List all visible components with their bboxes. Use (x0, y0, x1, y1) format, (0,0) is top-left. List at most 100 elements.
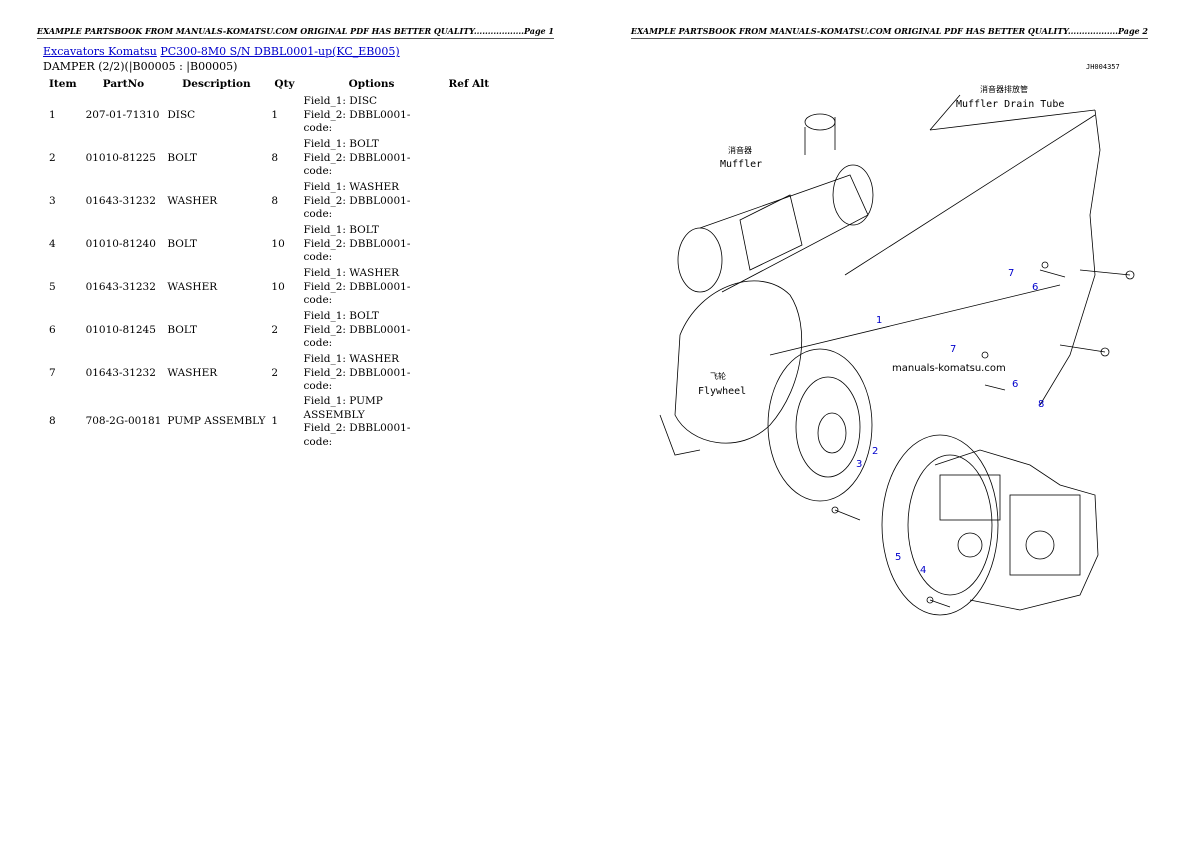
option-line: code: (303, 294, 333, 307)
cell-item: 5 (49, 280, 56, 293)
breadcrumb-link-model[interactable]: PC300-8M0 S/N DBBL0001-up(KC_EB005) (160, 45, 400, 58)
option-line: Field_1: DISC (303, 95, 378, 108)
muffler-drawing (677, 94, 1101, 406)
diagram-ref-code: JH004357 (1086, 63, 1120, 71)
cell-partno: 01643-31232 (85, 366, 156, 379)
cell-item: 4 (49, 237, 56, 250)
cell-qty: 1 (271, 108, 279, 121)
cell-description: WASHER (167, 280, 218, 293)
breadcrumb: Excavators Komatsu PC300-8M0 S/N DBBL000… (43, 45, 400, 58)
option-line: Field_2: DBBL0001- (303, 108, 411, 121)
cell-partno: 01010-81240 (85, 237, 156, 250)
page-header-1: EXAMPLE PARTSBOOK FROM MANUALS-KOMATSU.C… (36, 26, 554, 39)
cell-item: 6 (49, 323, 56, 336)
flywheel-label-jp: 飞轮 (710, 371, 726, 381)
callout-number: 4 (920, 565, 926, 576)
cell-qty: 10 (271, 280, 285, 293)
col-qty: Qty (274, 78, 295, 90)
cell-item: 7 (49, 366, 56, 379)
cell-description: BOLT (167, 323, 198, 336)
cell-qty: 8 (271, 151, 279, 164)
cell-ref-alt (443, 137, 496, 180)
option-line: Field_1: BOLT (303, 310, 379, 323)
option-line: code: (303, 122, 333, 135)
cell-item: 1 (49, 108, 56, 121)
damper-disc-drawing (767, 284, 1061, 502)
cell-description: WASHER (167, 194, 218, 207)
flywheel-housing-drawing (659, 280, 803, 456)
muffler-drain-label: Muffler Drain Tube (956, 99, 1064, 110)
cell-partno: 01010-81245 (85, 323, 156, 336)
option-line: Field_1: WASHER (303, 267, 400, 280)
option-line: code: (303, 380, 333, 393)
cell-item: 2 (49, 151, 56, 164)
cell-ref-alt (443, 266, 496, 309)
cell-item: 8 (49, 415, 56, 428)
bolts-drawing (831, 261, 1135, 608)
option-line: Field_1: PUMP ASSEMBLY (303, 395, 383, 421)
option-line: code: (303, 251, 333, 264)
option-line: Field_1: BOLT (303, 224, 379, 237)
option-line: Field_2: DBBL0001- (303, 323, 411, 336)
col-options: Options (348, 78, 395, 90)
option-line: code: (303, 337, 333, 350)
muffler-label: Muffler (720, 159, 762, 170)
cell-description: DISC (167, 108, 196, 121)
cell-ref-alt (443, 94, 496, 137)
option-line: Field_2: DBBL0001- (303, 366, 411, 379)
cell-partno: 708-2G-00181 (85, 415, 162, 428)
callout-number: 8 (1038, 399, 1044, 410)
col-description: Description (182, 78, 251, 90)
cell-ref-alt (443, 309, 496, 352)
cell-description: BOLT (167, 151, 198, 164)
option-line: Field_1: BOLT (303, 138, 379, 151)
cell-item: 3 (49, 194, 56, 207)
col-ref-alt: Ref Alt (448, 78, 490, 90)
cell-description: PUMP ASSEMBLY (167, 415, 266, 428)
cell-qty: 10 (271, 237, 285, 250)
cell-ref-alt (443, 395, 496, 449)
callout-number: 7 (1008, 268, 1014, 279)
option-line: Field_2: DBBL0001- (303, 151, 411, 164)
table-header-row: Item PartNo Description Qty Options Ref … (43, 77, 495, 94)
cell-ref-alt (443, 223, 496, 266)
pump-assembly-drawing (881, 434, 1099, 616)
col-partno: PartNo (102, 78, 145, 90)
option-line: code: (303, 435, 333, 448)
muffler-label-jp: 消音器 (728, 145, 752, 155)
cell-partno: 207-01-71310 (85, 108, 160, 121)
flywheel-label: Flywheel (698, 386, 746, 397)
section-title: DAMPER (2/2)(|B00005 : |B00005) (43, 60, 238, 73)
option-line: code: (303, 165, 333, 178)
cell-ref-alt (443, 352, 496, 395)
cell-qty: 8 (271, 194, 279, 207)
callout-number: 7 (950, 344, 956, 355)
cell-partno: 01643-31232 (85, 194, 156, 207)
option-line: Field_2: DBBL0001- (303, 237, 411, 250)
cell-description: WASHER (167, 366, 218, 379)
callout-number: 6 (1032, 282, 1038, 293)
page-header-2: EXAMPLE PARTSBOOK FROM MANUALS-KOMATSU.C… (630, 26, 1148, 39)
breadcrumb-link-excavators[interactable]: Excavators Komatsu (43, 45, 157, 58)
parts-table: Item PartNo Description Qty Options Ref … (43, 77, 495, 449)
callout-number: 5 (895, 552, 901, 563)
cell-qty: 2 (271, 323, 279, 336)
callout-number: 2 (872, 446, 878, 457)
cell-partno: 01010-81225 (85, 151, 156, 164)
option-line: code: (303, 208, 333, 221)
